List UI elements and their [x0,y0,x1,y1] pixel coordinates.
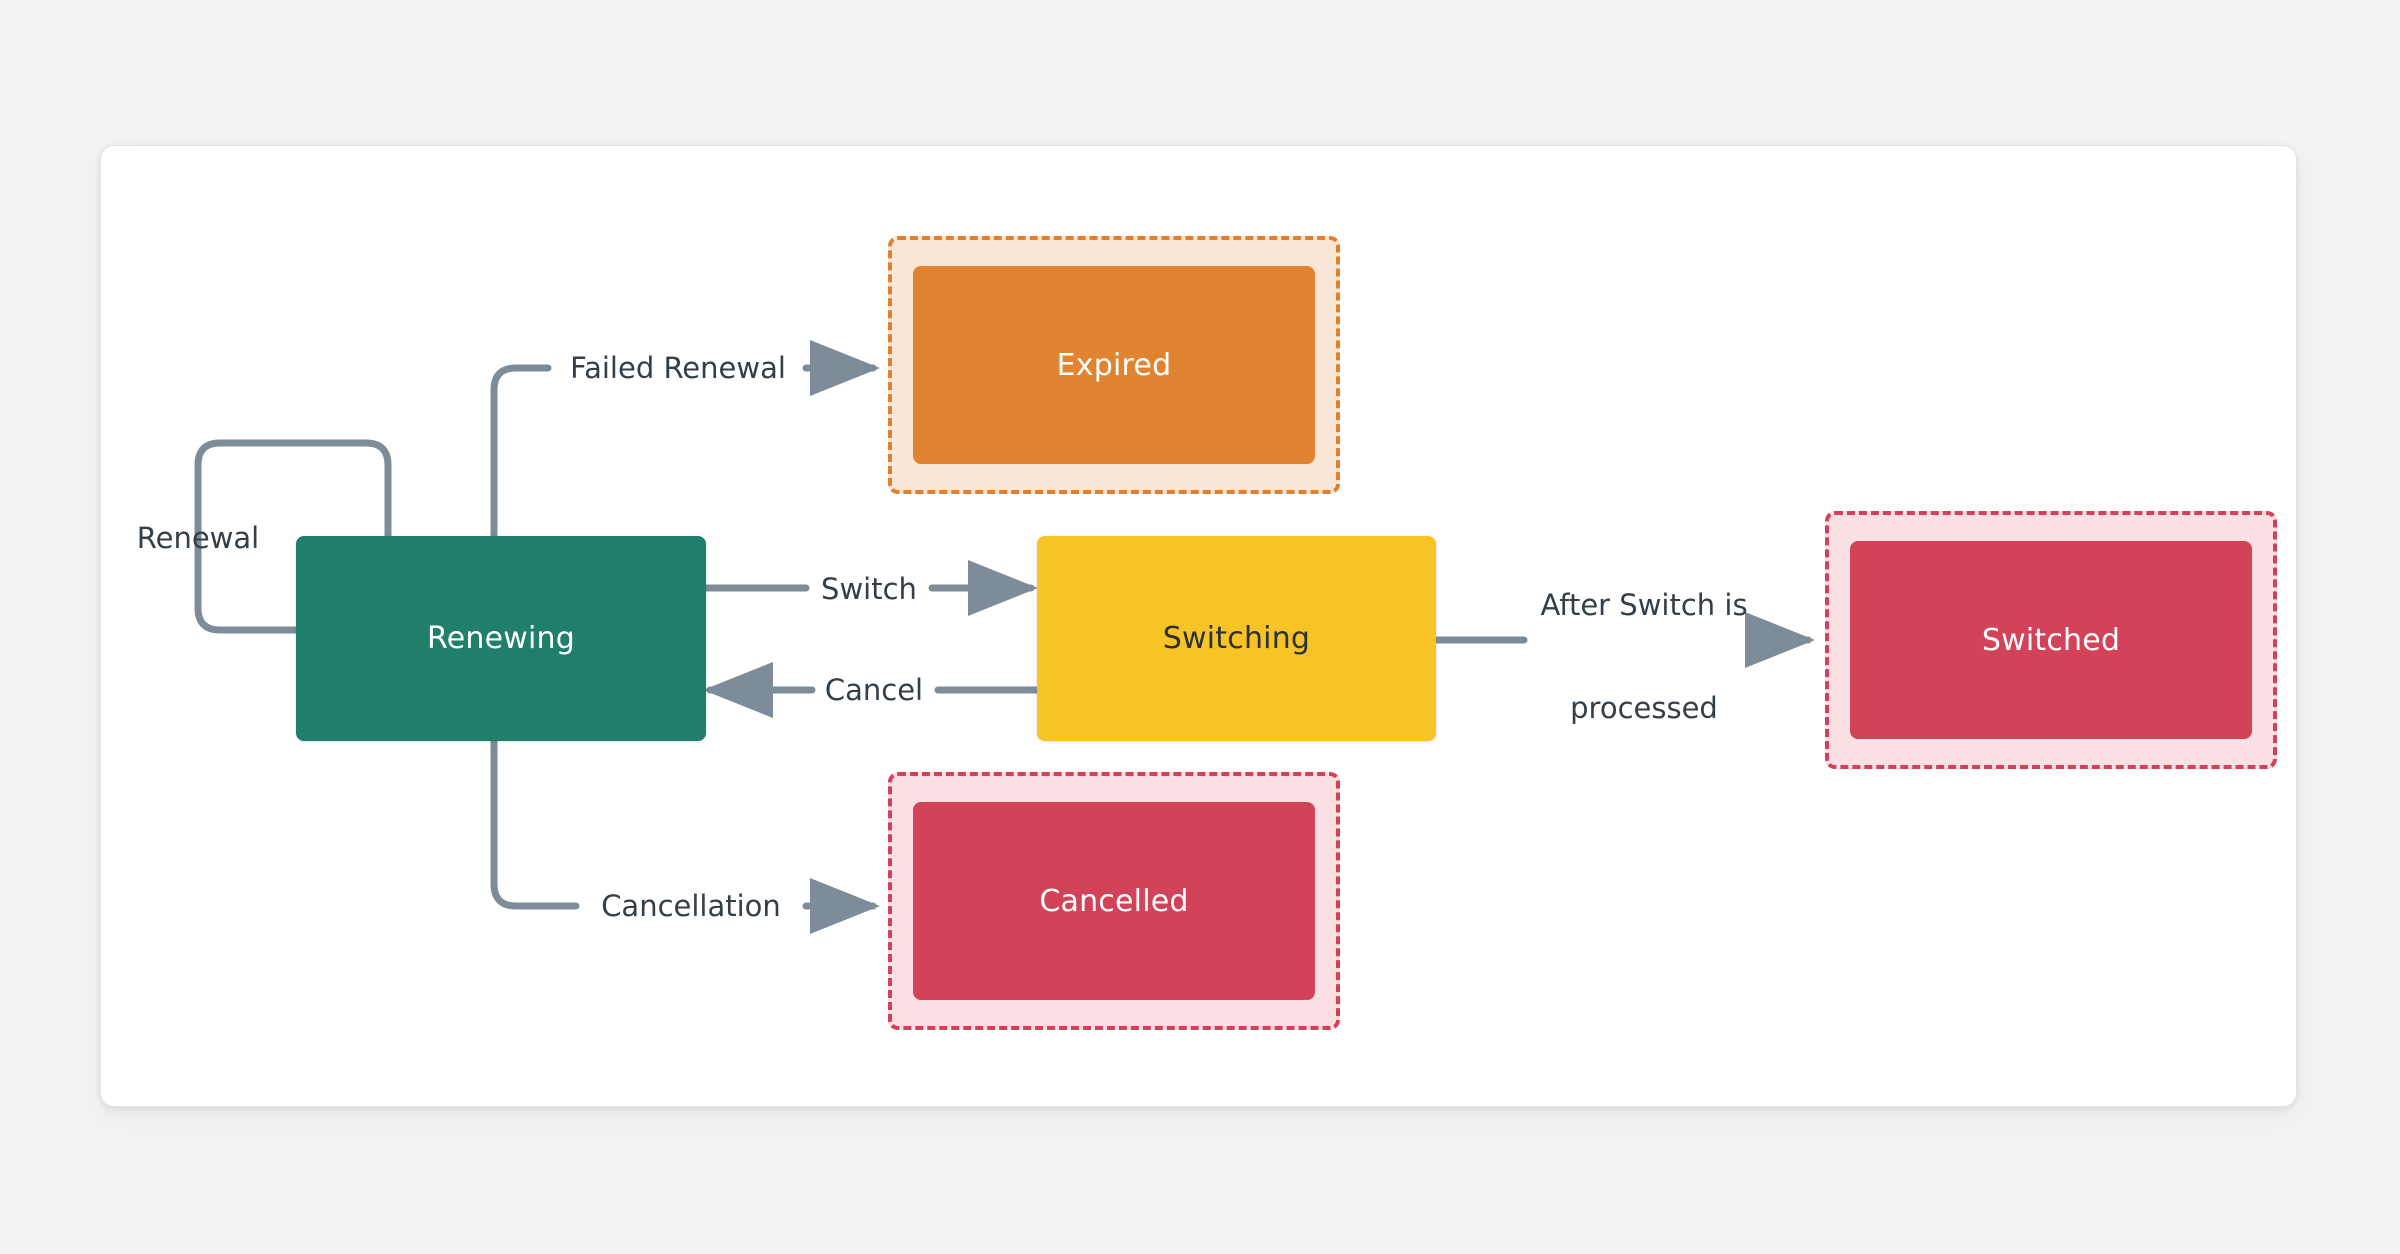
edge-label-cancellation: Cancellation [601,888,781,923]
state-node-expired[interactable]: Expired [913,266,1315,464]
state-node-switching[interactable]: Switching [1037,536,1436,741]
state-node-switched[interactable]: Switched [1850,541,2252,739]
state-node-cancelled-label: Cancelled [1039,883,1189,919]
edge-label-switch: Switch [821,571,917,606]
edge-label-cancel: Cancel [824,672,924,707]
state-node-switching-label: Switching [1162,621,1311,656]
edge-label-failed-renewal: Failed Renewal [570,350,786,385]
state-node-renewing-label: Renewing [427,621,575,656]
edge-label-after-switch: After Switch is processed [1540,520,1747,760]
edge-label-after-switch-line1: After Switch is [1540,588,1748,623]
state-node-cancelled[interactable]: Cancelled [913,802,1315,1000]
state-node-renewing[interactable]: Renewing [296,536,706,741]
state-node-expired-label: Expired [1056,347,1172,383]
edge-label-renewal: Renewal [136,520,260,555]
state-node-switched-label: Switched [1981,622,2121,658]
edge-label-after-switch-line2: processed [1570,691,1718,726]
